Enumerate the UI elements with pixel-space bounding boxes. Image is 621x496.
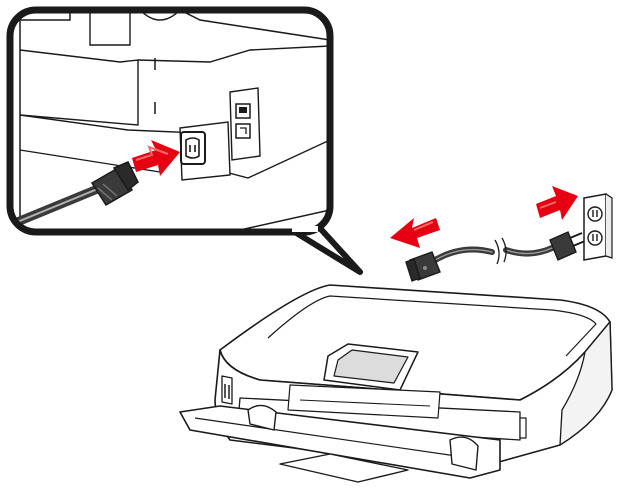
wall-outlet-icon — [583, 193, 613, 261]
callout-zoom-content — [10, 10, 330, 232]
printer-connector-plug-icon — [405, 251, 441, 282]
zoom-callout — [6, 6, 363, 275]
arrow-to-printer-icon — [390, 218, 440, 248]
printer-illustration — [179, 284, 613, 483]
arrow-to-outlet-icon — [536, 186, 578, 220]
power-cord-plug-icon — [549, 231, 586, 261]
tray-extension — [279, 453, 409, 483]
callout-frame — [6, 6, 334, 236]
callout-cord-plug — [90, 161, 139, 207]
power-socket — [180, 131, 206, 165]
arrow-insert-cord-icon — [132, 140, 180, 176]
power-cord — [405, 231, 586, 282]
touch-screen — [323, 343, 419, 391]
